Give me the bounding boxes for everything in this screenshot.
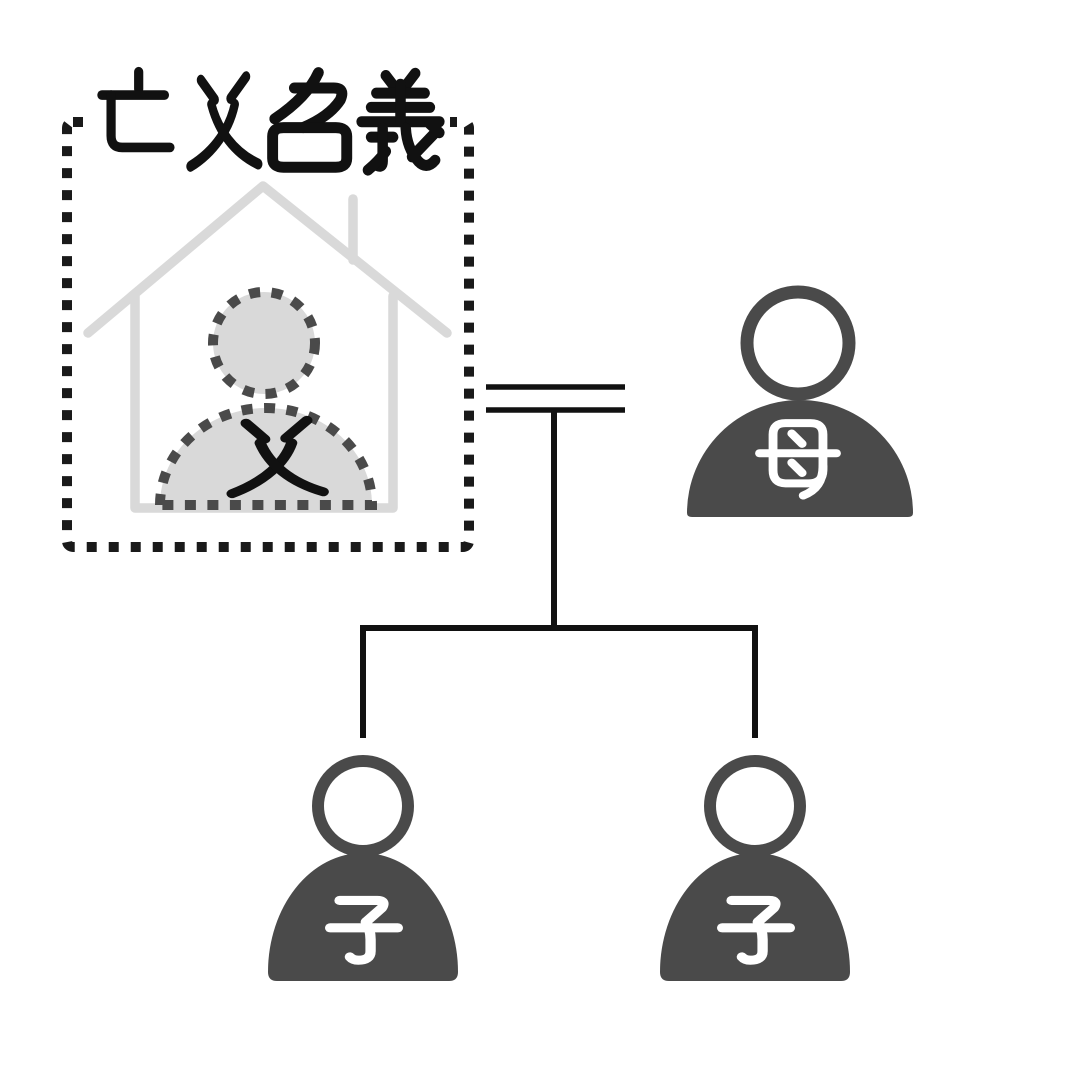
child-figure-left: 子 子 <box>268 755 458 981</box>
dotted-boundary-border <box>62 117 474 552</box>
house-icon <box>83 181 452 513</box>
child-left-head <box>312 755 414 857</box>
child-figure-right: 子 子 <box>660 755 850 981</box>
father-figure: 父 父 <box>154 287 378 510</box>
child-right-body <box>660 853 850 981</box>
mother-head <box>740 285 856 401</box>
box-title: 亡父名義 <box>88 72 450 170</box>
mother-body <box>687 400 913 517</box>
mother-figure: 母 母 <box>687 285 913 517</box>
house-walls <box>130 291 398 513</box>
children-branch <box>360 625 758 738</box>
father-head <box>208 287 320 399</box>
deceased-father-property-box: 父 父 亡父名義 <box>62 72 474 552</box>
marriage-connector <box>486 384 625 413</box>
child-left-body <box>268 853 458 981</box>
child-right-head <box>704 755 806 857</box>
house-roof <box>83 181 452 338</box>
descent-lines <box>360 410 758 738</box>
